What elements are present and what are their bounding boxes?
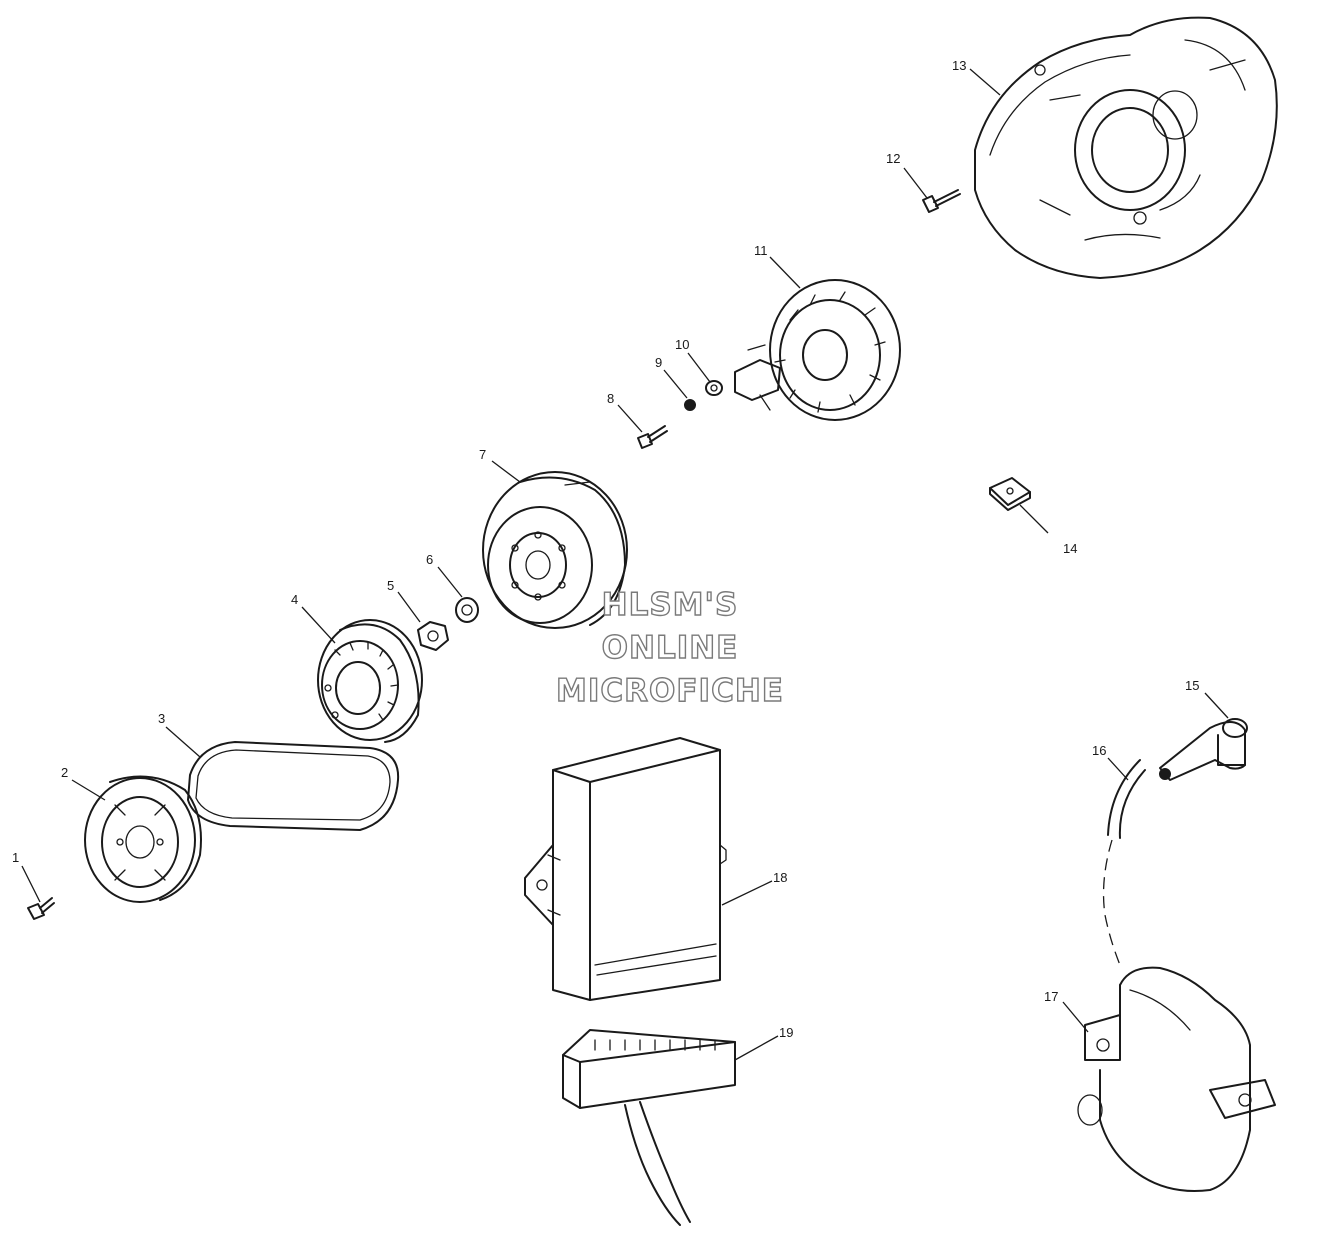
part-19-connector[interactable] (562, 1029, 736, 1226)
part-2-pulley[interactable] (84, 775, 202, 903)
part-12-bolt[interactable] (922, 189, 961, 213)
callout-4: 4 (291, 592, 298, 607)
part-1-bolt[interactable] (27, 897, 55, 920)
part-14-clipnut[interactable] (989, 477, 1031, 511)
watermark-line-3: MICROFICHE (556, 673, 784, 709)
callout-13: 13 (952, 58, 966, 73)
callout-8: 8 (607, 391, 614, 406)
callout-10: 10 (675, 337, 689, 352)
callout-6: 6 (426, 552, 433, 567)
part-8-screw[interactable] (637, 425, 668, 449)
callout-labels: 1 2 3 4 5 6 7 8 9 10 11 12 13 14 15 16 1… (12, 58, 1199, 1040)
callout-9: 9 (655, 355, 662, 370)
part-17-ignition-coil[interactable] (1077, 966, 1276, 1192)
part-13-housing[interactable] (974, 16, 1278, 279)
callout-7: 7 (479, 447, 486, 462)
part-6-washer[interactable] (455, 597, 479, 623)
part-15-plug-cap[interactable] (1159, 718, 1248, 781)
callout-19: 19 (779, 1025, 793, 1040)
watermark-line-2: ONLINE (602, 630, 739, 666)
callout-12: 12 (886, 151, 900, 166)
callout-3: 3 (158, 711, 165, 726)
part-11-stator[interactable] (734, 279, 901, 421)
part-5-nut[interactable] (417, 621, 449, 651)
callout-1: 1 (12, 850, 19, 865)
part-7-flywheel[interactable] (482, 471, 628, 629)
callout-5: 5 (387, 578, 394, 593)
callout-18: 18 (773, 870, 787, 885)
callout-17: 17 (1044, 989, 1058, 1004)
part-18-cdi-box[interactable] (524, 737, 727, 1001)
part-9-lockwasher[interactable] (684, 399, 696, 411)
part-10-washer[interactable] (705, 380, 723, 396)
callout-14: 14 (1063, 541, 1077, 556)
part-3-belt[interactable] (187, 741, 400, 831)
callout-16: 16 (1092, 743, 1106, 758)
part-4-sprocket[interactable] (317, 619, 423, 743)
watermark-line-1: HLSM'S (602, 587, 739, 623)
leader-lines (21, 68, 1229, 1061)
callout-2: 2 (61, 765, 68, 780)
callout-15: 15 (1185, 678, 1199, 693)
callout-11: 11 (754, 243, 768, 258)
watermark: HLSM'S ONLINE MICROFICHE (555, 586, 784, 709)
part-16-ht-lead[interactable] (1102, 759, 1146, 966)
